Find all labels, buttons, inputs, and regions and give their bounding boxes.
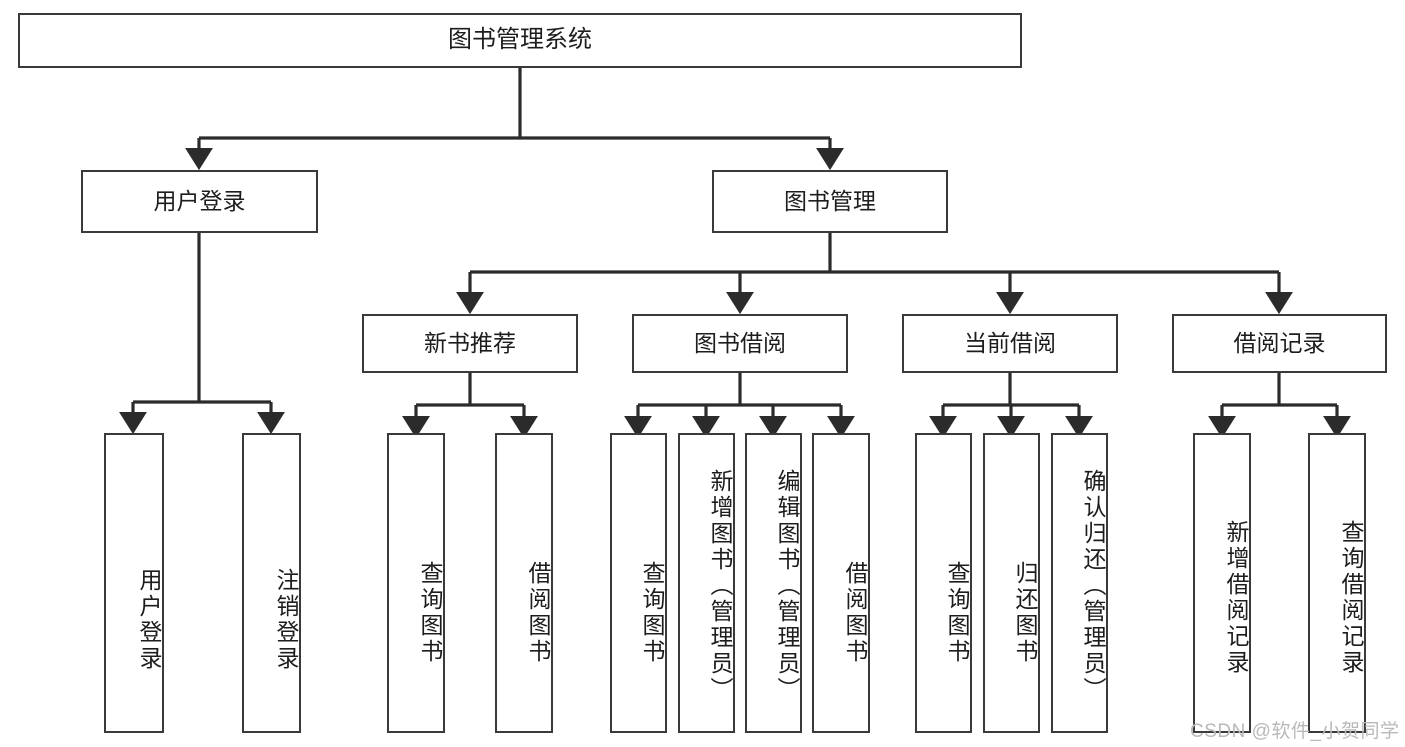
node-label: 图书管理 <box>784 187 876 214</box>
node-label: 当前借阅 <box>964 329 1056 356</box>
node-label: 查询图书 <box>639 561 665 665</box>
node-label: 借阅图书 <box>842 561 868 665</box>
node-label: 新增借阅记录 <box>1223 520 1249 676</box>
node-borrow-record[interactable]: 借阅记录 <box>1172 314 1387 373</box>
node-label: 新书推荐 <box>424 329 516 356</box>
node-leaf-add-borrow-record[interactable]: 新增借阅记录 <box>1193 433 1251 733</box>
node-label: 编辑图书（管理员） <box>774 469 800 703</box>
node-current-borrow[interactable]: 当前借阅 <box>902 314 1118 373</box>
node-user-login[interactable]: 用户登录 <box>81 170 318 233</box>
node-label: 查询借阅记录 <box>1338 520 1364 676</box>
node-leaf-add-book-admin[interactable]: 新增图书（管理员） <box>678 433 735 733</box>
node-label: 注销登录 <box>273 568 299 672</box>
node-leaf-borrow-book[interactable]: 借阅图书 <box>812 433 870 733</box>
node-leaf-user-login[interactable]: 用户登录 <box>104 433 164 733</box>
node-book-borrow[interactable]: 图书借阅 <box>632 314 848 373</box>
node-new-book-recommend[interactable]: 新书推荐 <box>362 314 578 373</box>
node-root-system[interactable]: 图书管理系统 <box>18 13 1022 68</box>
node-label: 新增图书（管理员） <box>707 469 733 703</box>
node-label: 查询图书 <box>417 561 443 665</box>
node-leaf-return-book[interactable]: 归还图书 <box>983 433 1040 733</box>
node-label: 借阅记录 <box>1233 329 1326 356</box>
node-leaf-query-borrow-record[interactable]: 查询借阅记录 <box>1308 433 1366 733</box>
node-leaf-logout[interactable]: 注销登录 <box>242 433 301 733</box>
node-label: 用户登录 <box>153 187 246 214</box>
node-label: 借阅图书 <box>525 561 551 665</box>
node-book-management[interactable]: 图书管理 <box>712 170 948 233</box>
node-leaf-edit-book-admin[interactable]: 编辑图书（管理员） <box>745 433 802 733</box>
node-label: 归还图书 <box>1012 561 1038 665</box>
node-label: 确认归还（管理员） <box>1080 469 1106 703</box>
node-leaf-query-book-recommend[interactable]: 查询图书 <box>387 433 445 733</box>
node-label: 查询图书 <box>944 561 970 665</box>
node-leaf-confirm-return-admin[interactable]: 确认归还（管理员） <box>1051 433 1108 733</box>
node-label: 图书管理系统 <box>448 26 592 54</box>
node-leaf-query-book-current[interactable]: 查询图书 <box>915 433 972 733</box>
node-leaf-borrow-book-recommend[interactable]: 借阅图书 <box>495 433 553 733</box>
node-label: 图书借阅 <box>694 329 786 356</box>
node-label: 用户登录 <box>136 568 162 672</box>
node-leaf-query-book-borrow[interactable]: 查询图书 <box>610 433 667 733</box>
